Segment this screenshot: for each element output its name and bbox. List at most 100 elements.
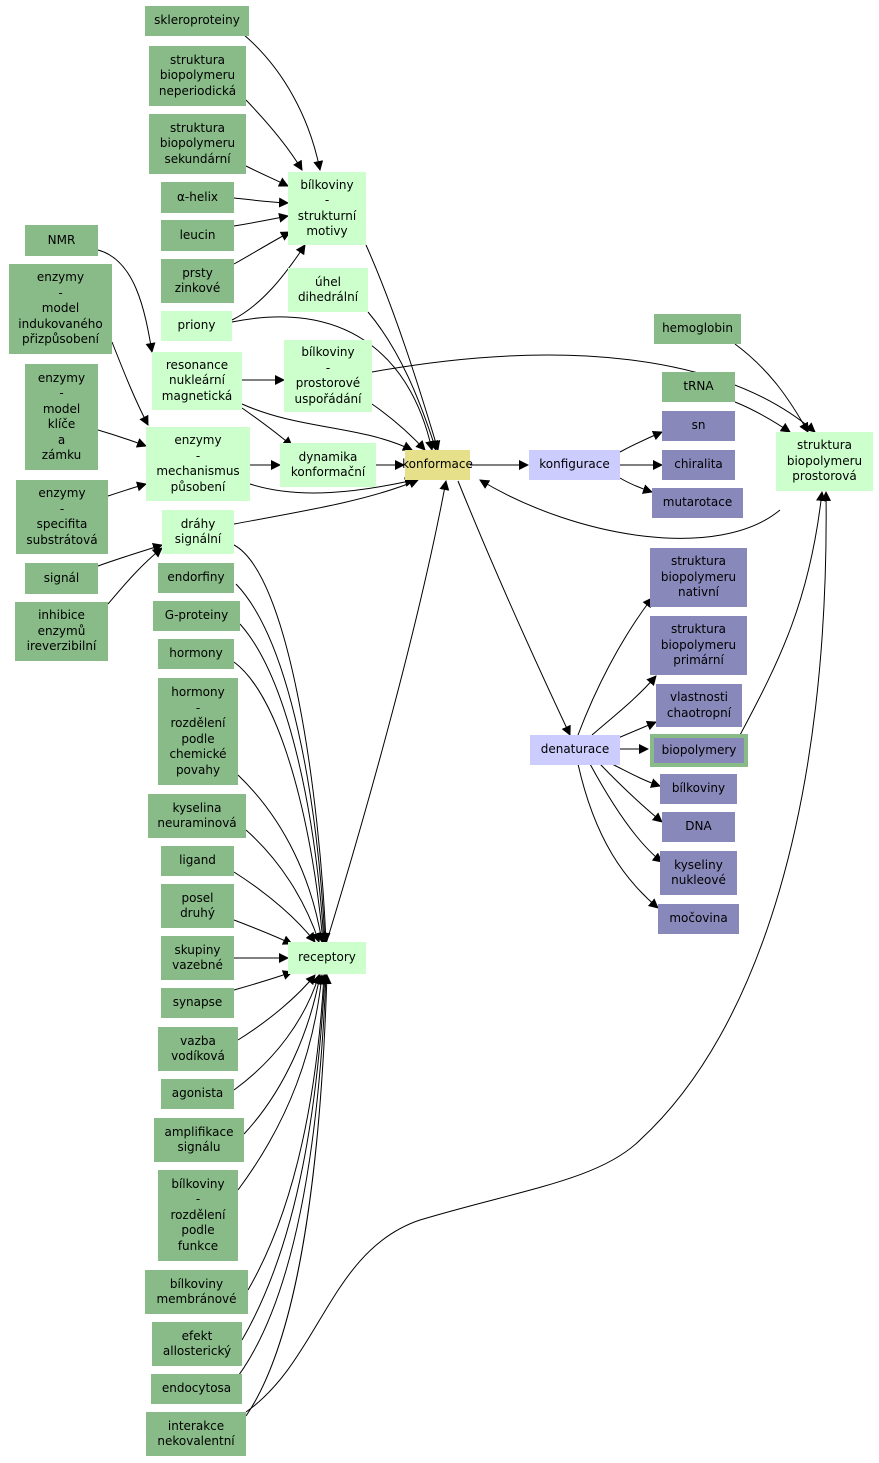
edge-synapse-to-receptory [233,970,293,991]
edge-denaturace-to-primarni [591,675,657,736]
node-efekt-allostericky[interactable]: efekt allosterický [152,1322,242,1366]
edge-endorfiny-to-receptory [235,583,330,943]
node-bilkoviny-rozdeleni[interactable]: bílkoviny - rozdělení podle funkce [158,1170,238,1261]
edge-denaturace-to-chaotropni [617,720,657,739]
node-priony[interactable]: priony [161,311,232,341]
node-bilkoviny-strukturni-motivy[interactable]: bílkoviny - strukturní motivy [288,172,366,245]
node-struktura-nativni[interactable]: struktura biopolymeru nativní [650,548,747,607]
edge-sekundarni-to-motivy [245,165,289,187]
node-trna[interactable]: tRNA [662,372,735,402]
node-skleroproteiny[interactable]: skleroproteiny [145,6,249,36]
node-konformace[interactable]: konformace [402,450,473,480]
node-amplifikace[interactable]: amplifikace signálu [154,1118,244,1162]
node-inhibice[interactable]: inhibice enzymů ireverzibilní [15,602,108,661]
node-endorfiny[interactable]: endorfiny [158,563,234,593]
node-vazba-vodikova[interactable]: vazba vodíková [158,1027,238,1071]
node-synapse[interactable]: synapse [161,988,234,1018]
edge-konfigurace-to-sn [619,430,663,453]
node-agonista[interactable]: agonista [161,1079,234,1109]
node-posel-druhy[interactable]: posel druhý [161,884,234,928]
edge-membranove-to-receptory [247,974,329,1291]
node-biopolymery[interactable]: biopolymery [654,738,744,763]
edge-hormony-rozdeleni-to-receptory [237,774,326,943]
node-ligand[interactable]: ligand [161,846,234,876]
node-struktura-neperiodicka[interactable]: struktura biopolymeru neperiodická [149,46,246,106]
edge-posel-to-receptory [233,919,293,945]
edge-trna-to-prostorova [734,401,791,433]
node-leucin[interactable]: leucin [161,220,234,251]
node-bilkoviny-prostorove[interactable]: bílkoviny - prostorové uspořádání [284,340,372,412]
node-hemoglobin[interactable]: hemoglobin [654,314,741,344]
edge-interakce-to-prostorova [245,491,832,1413]
node-chiralita[interactable]: chiralita [662,450,735,480]
node-skupiny-vazebne[interactable]: skupiny vazebné [161,936,234,980]
node-hormony[interactable]: hormony [158,639,234,669]
node-mutarotace[interactable]: mutarotace [652,488,743,518]
edge-neuraminova-to-receptory [245,829,321,943]
edge-resonance-to-konformace [241,403,413,451]
node-denaturace[interactable]: denaturace [530,735,620,765]
edge-klic-to-mechanismus [97,429,147,448]
node-drahy-signalni[interactable]: dráhy signální [162,510,234,554]
node-hormony-rozdeleni[interactable]: hormony - rozdělení podle chemické povah… [158,678,238,785]
edge-agonista-to-receptory [233,974,322,1091]
edge-denaturace-to-bilkoviny [611,763,661,788]
edge-hemoglobin-to-prostorova [734,343,809,433]
edge-bilkoviny-rozdeleni-to-receptory [237,974,327,1191]
node-dynamika-konformacni[interactable]: dynamika konformační [280,443,376,487]
node-resonance-nuklearni[interactable]: resonance nukleární magnetická [152,352,242,410]
edge-drahy-to-receptory [231,543,331,943]
edge-inhibice-to-drahy [107,547,163,605]
edge-prostorove-to-konformace [371,403,426,451]
edge-nmr-to-resonance [97,249,156,353]
node-struktura-primarni[interactable]: struktura biopolymeru primární [650,616,747,675]
node-struktura-prostorova[interactable]: struktura biopolymeru prostorová [776,432,873,491]
node-konfigurace[interactable]: konfigurace [529,450,620,480]
node-mocovina[interactable]: močovina [658,904,739,934]
edge-uhel-to-konformace [367,311,439,451]
node-sn[interactable]: sn [662,411,735,441]
node-struktura-sekundarni[interactable]: struktura biopolymeru sekundární [149,114,246,174]
node-enzymy-mechanismus[interactable]: enzymy - mechanismus působení [146,427,250,501]
node-endocytosa[interactable]: endocytosa [151,1374,242,1404]
edge-receptory-to-konformace [325,480,450,945]
edge-ligand-to-receptory [233,871,316,943]
node-interakce[interactable]: interakce nekovalentní [146,1412,246,1456]
edge-gproteiny-to-receptory [239,623,329,943]
edge-interakce-to-receptory [245,974,332,1417]
node-signal[interactable]: signál [25,563,98,594]
edge-konfigurace-to-mutarotace [619,477,653,494]
edge-indukovany-to-mechanismus [111,341,149,426]
edge-motivy-to-konformace [365,244,441,451]
node-bilkoviny[interactable]: bílkoviny [660,774,737,804]
edge-prostorove-to-prostorova [371,354,816,433]
node-alpha-helix[interactable]: α-helix [161,182,234,213]
node-bilkoviny-membranove[interactable]: bílkoviny membránové [145,1270,248,1314]
edge-vazba-to-receptory [237,974,316,1041]
edge-drahy-to-konformace [233,478,419,525]
edge-neperiodicka-to-motivy [245,99,303,171]
node-enzymy-model-indukovaneho[interactable]: enzymy - model indukovaného přizpůsobení [9,264,112,354]
node-g-proteiny[interactable]: G-proteiny [153,601,240,631]
edge-konformace-to-denaturace [457,480,571,736]
edge-leucin-to-motivy [233,212,289,227]
edge-denaturace-to-dna [599,763,663,823]
node-kyselina-neuraminova[interactable]: kyselina neuraminová [148,794,246,838]
node-kyseliny-nukleove[interactable]: kyseliny nukleové [660,851,737,895]
node-dna[interactable]: DNA [662,812,735,842]
node-uhel-dihedralni[interactable]: úhel dihedrální [288,268,368,312]
edge-denaturace-to-nativni [577,597,653,736]
edge-signal-to-drahy [97,542,163,567]
node-nmr[interactable]: NMR [25,225,98,256]
edge-amplifikace-to-receptory [243,974,324,1135]
node-enzymy-model-klice[interactable]: enzymy - model klíče a zámku [25,364,98,470]
node-receptory[interactable]: receptory [288,942,366,974]
node-vlastnosti-chaotropni[interactable]: vlastnosti chaotropní [656,684,742,727]
node-enzymy-specifita[interactable]: enzymy - specifita substrátová [16,480,108,554]
edge-endocytosa-to-receptory [231,974,331,1385]
node-prsty-zinkove[interactable]: prsty zinkové [161,259,234,303]
edge-priony-to-motivy [231,244,306,321]
edge-allostericky-to-receptory [241,974,330,1341]
